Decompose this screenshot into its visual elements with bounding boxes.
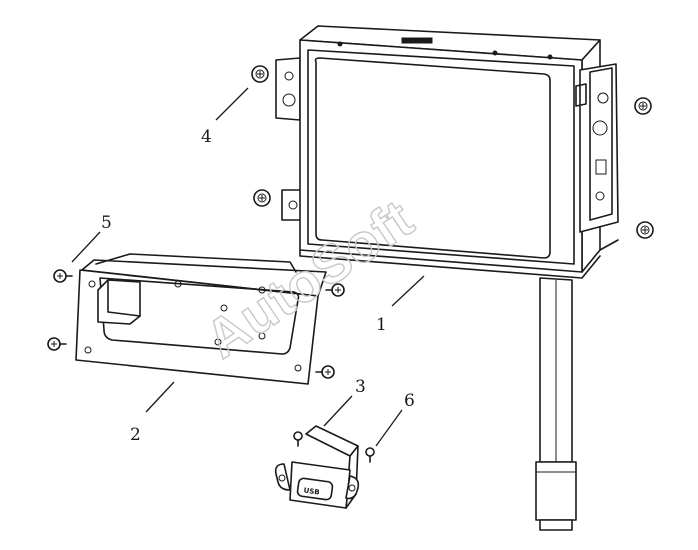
screw-icon — [365, 447, 375, 463]
screw-icon — [315, 365, 335, 379]
leader-lines — [71, 87, 425, 447]
head-unit-display — [275, 25, 619, 531]
screw-icon — [47, 337, 67, 351]
callout-1: 1 — [376, 315, 387, 335]
panel-screws — [47, 269, 345, 379]
screw-icon — [636, 221, 654, 239]
usb-port: USB — [274, 425, 360, 509]
screw-icon — [53, 269, 73, 283]
screw-icon — [251, 65, 269, 83]
screw-icon — [253, 189, 271, 207]
screw-icon — [325, 283, 345, 297]
screw-icon — [634, 97, 652, 115]
callout-labels: 1 2 3 4 5 6 — [101, 127, 415, 445]
usb-screws — [293, 431, 375, 463]
callout-4: 4 — [201, 127, 212, 147]
callout-6: 6 — [404, 391, 415, 411]
control-panel — [75, 253, 327, 385]
screw-icon — [293, 431, 303, 447]
usb-port-label: USB — [303, 486, 320, 496]
callout-3: 3 — [355, 377, 366, 397]
callout-5: 5 — [101, 213, 112, 233]
callout-2: 2 — [130, 425, 141, 445]
mounting-screws — [251, 65, 654, 239]
